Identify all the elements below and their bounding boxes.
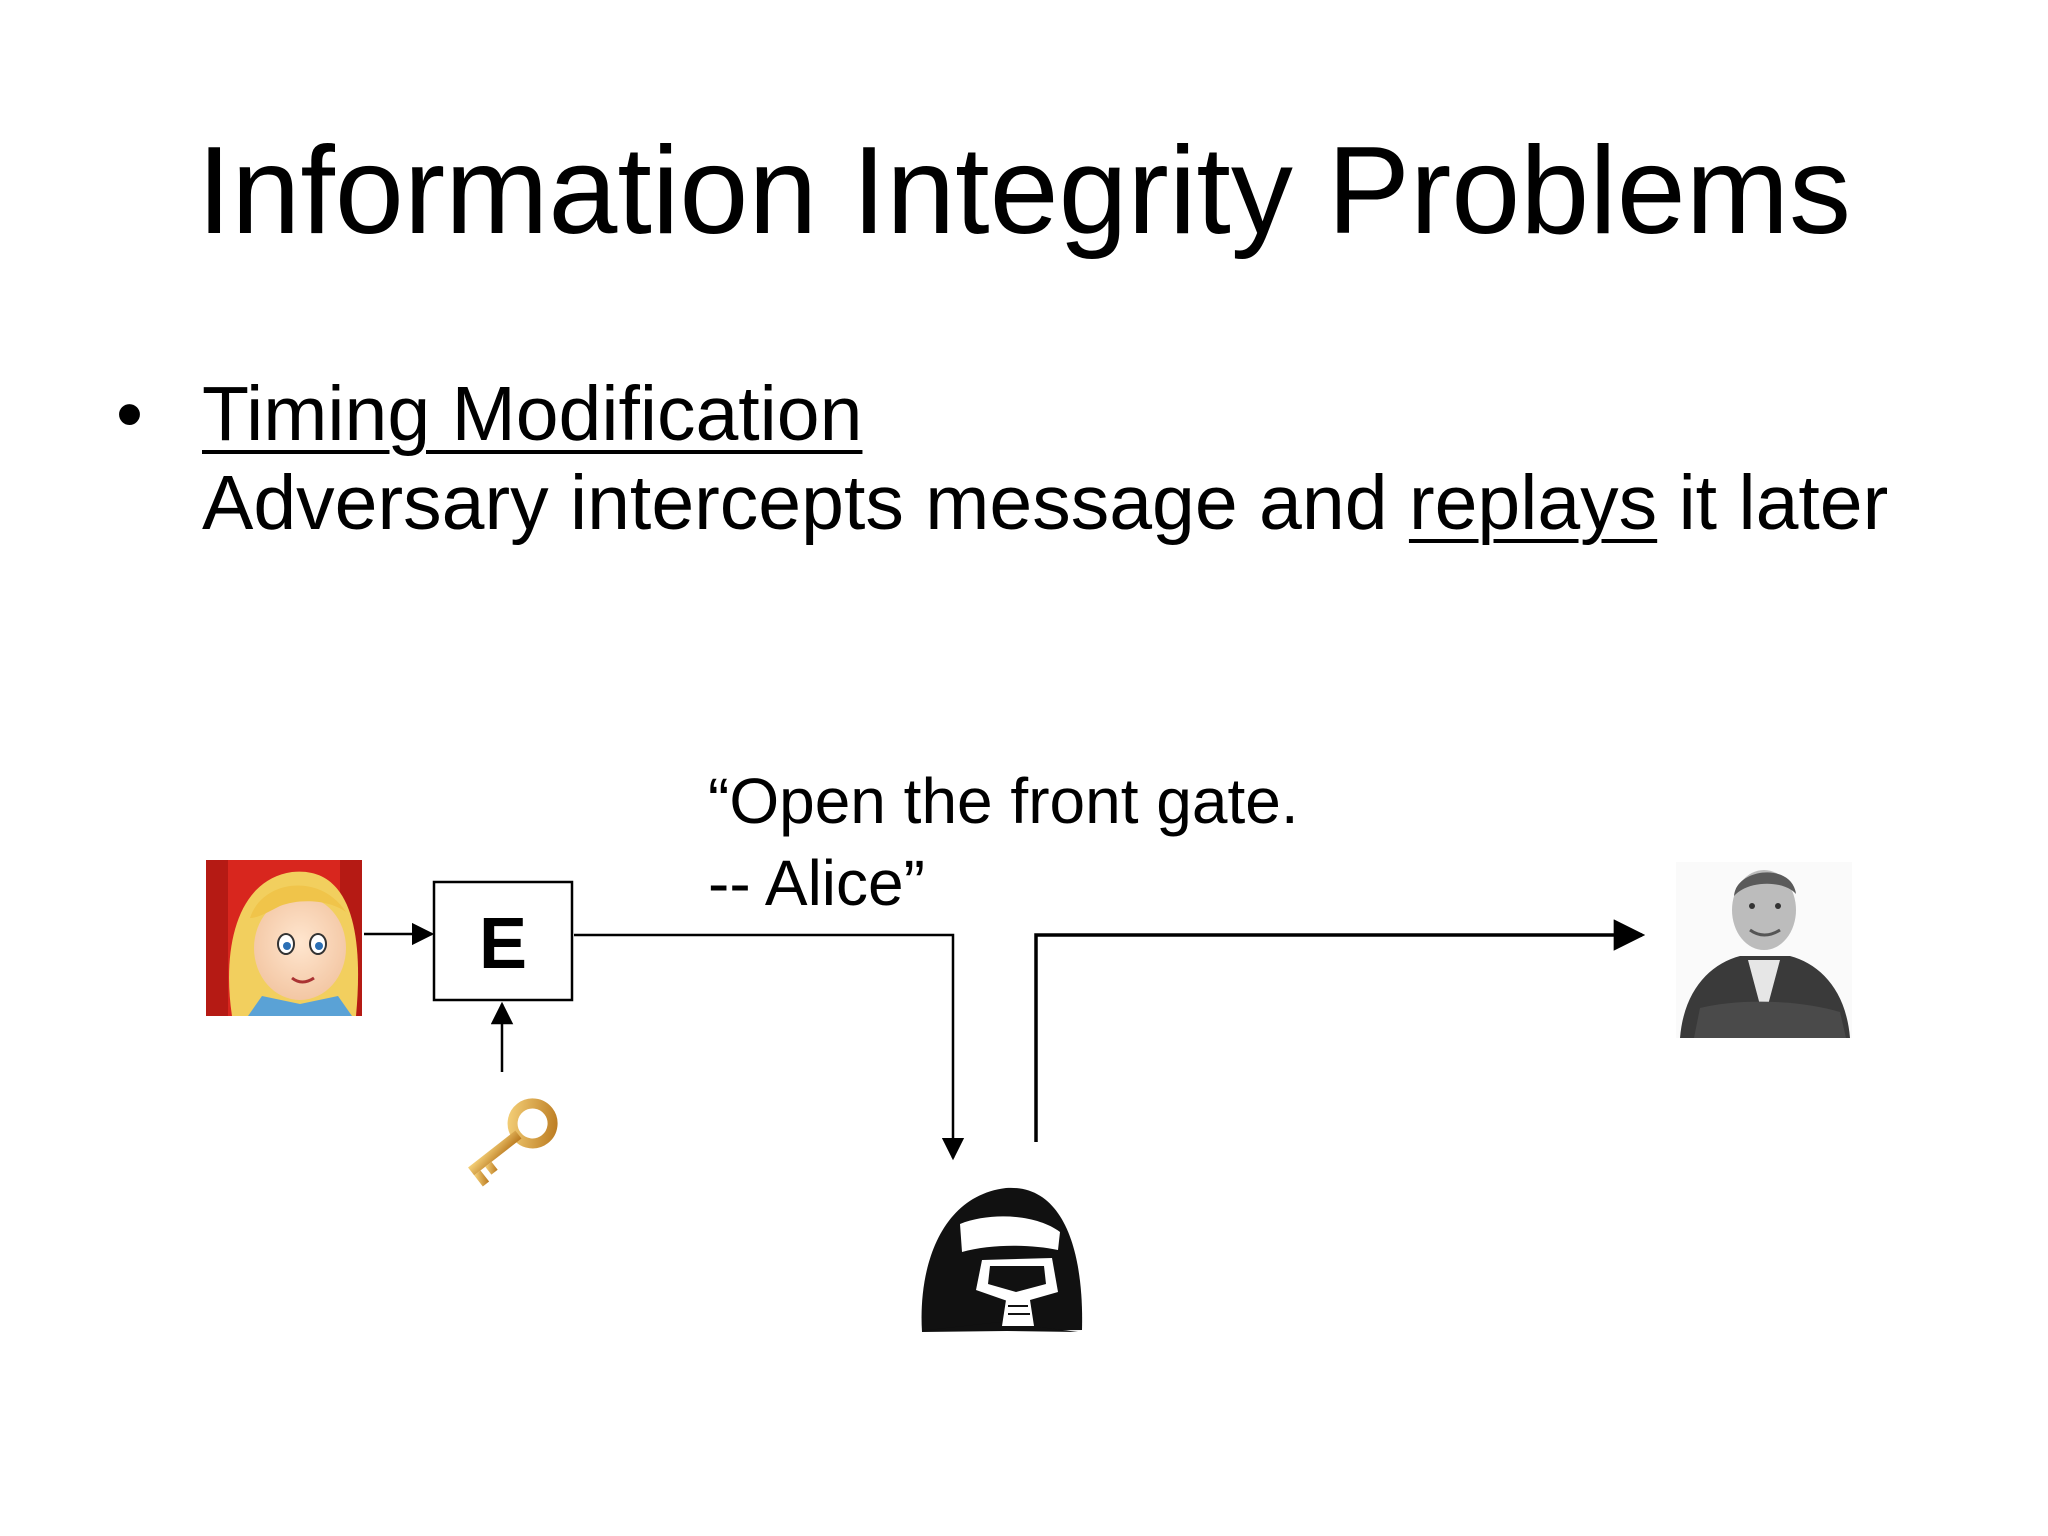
bullet-heading: Timing Modification	[202, 371, 863, 457]
bullet-body-before: Adversary intercepts message and	[202, 460, 1409, 546]
message-line-1: “Open the front gate.	[708, 765, 1299, 837]
bullet-glyph: •	[116, 371, 143, 457]
alice-portrait-icon	[206, 860, 362, 1016]
slide-title: Information Integrity Problems	[196, 122, 1852, 260]
message-line-2: -- Alice”	[708, 847, 925, 919]
bullet-text: Timing Modification Adversary intercepts…	[202, 370, 1942, 548]
encrypt-box-label: E	[479, 904, 527, 984]
arrow-encrypt-to-adversary	[574, 933, 965, 1161]
bullet-body-after: it later	[1657, 460, 1889, 546]
gold-key-icon	[468, 1098, 558, 1187]
message-quote: “Open the front gate. -- Alice”	[708, 760, 1299, 924]
receiver-man-photo-icon	[1676, 862, 1852, 1038]
bullet-body-emphasis: replays	[1408, 460, 1658, 546]
arrow-adversary-to-receiver	[1034, 919, 1646, 1142]
encrypt-box: E	[432, 880, 574, 1002]
darth-vader-helmet-icon	[921, 1187, 1083, 1332]
